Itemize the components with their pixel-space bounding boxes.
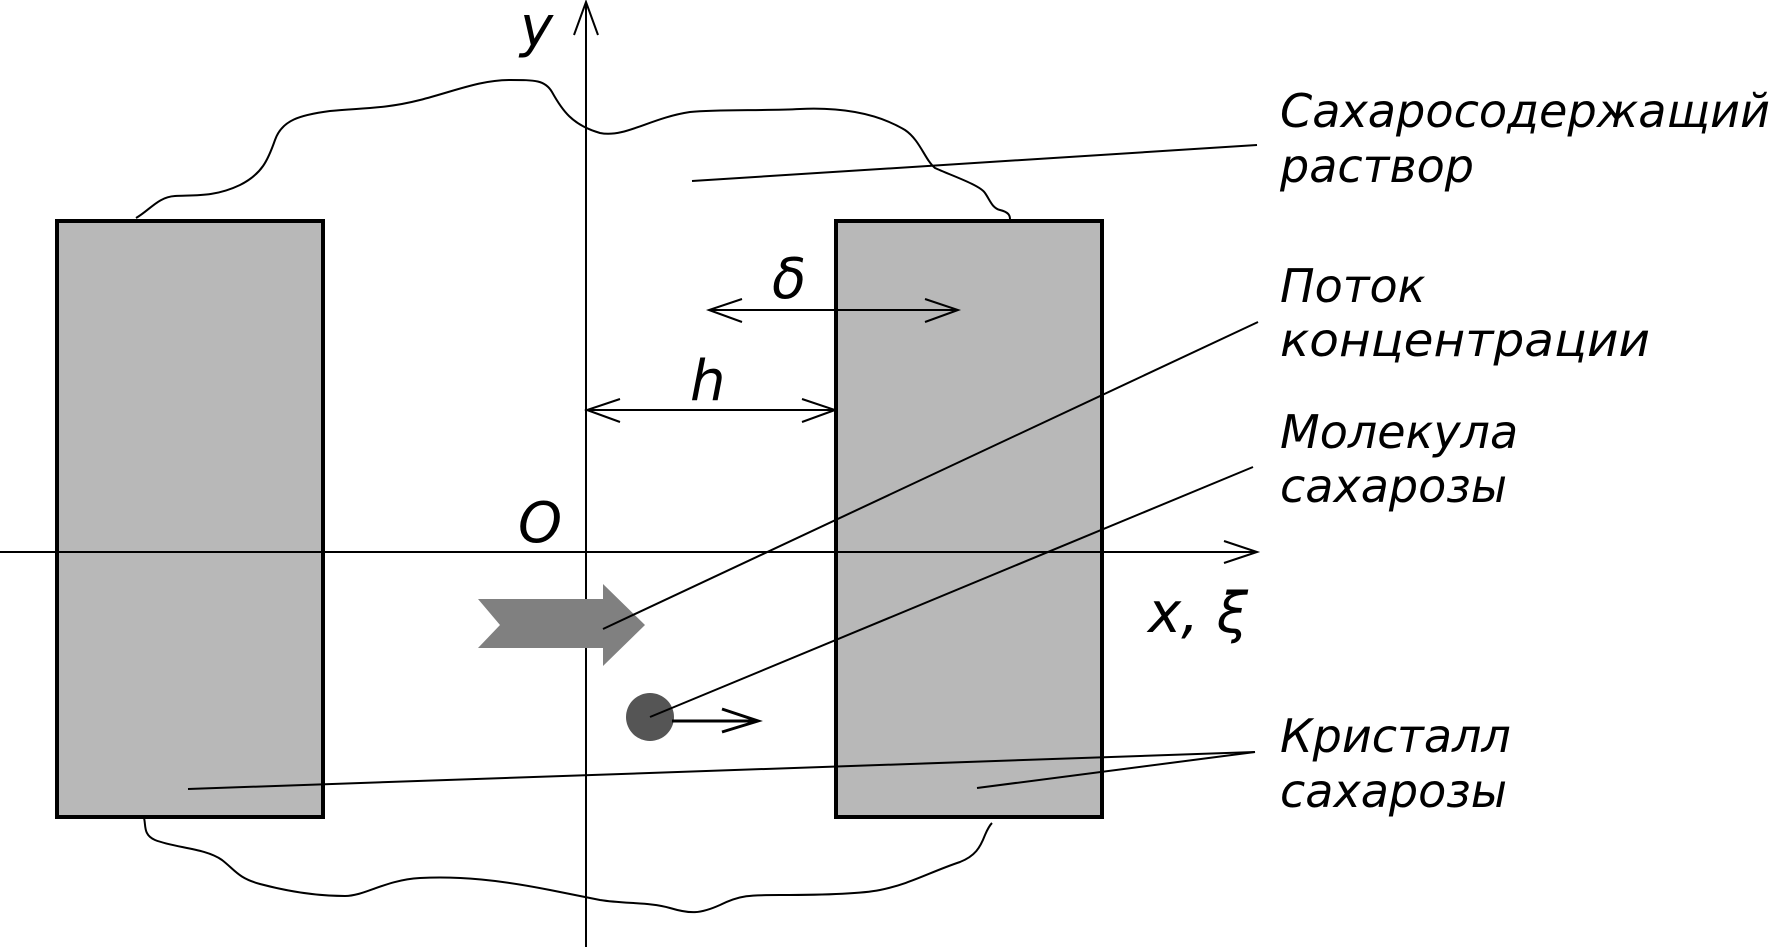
delta-arrowhead-right: [924, 298, 962, 323]
h-arrowhead-left: [583, 398, 621, 423]
callout-solution-line1: Сахаросодержащий: [1280, 84, 1770, 138]
flux-arrow-icon: [478, 584, 645, 666]
leader-crystal-left: [187, 751, 1256, 790]
callout-flux-line1: Поток: [1280, 259, 1426, 313]
delta-label: δ: [772, 247, 806, 312]
leader-molecule: [649, 466, 1254, 718]
solution-boundary-bottom: [143, 817, 993, 914]
leader-crystal-right: [976, 751, 1256, 789]
callout-crystal-line1: Кристалл: [1280, 709, 1511, 763]
origin-label: O: [518, 491, 562, 556]
molecule-velocity-arrowhead: [721, 707, 763, 734]
crystal-left: [55, 219, 325, 819]
h-label: h: [690, 349, 726, 414]
solution-boundary-top: [135, 78, 1011, 220]
leader-solution: [691, 144, 1258, 182]
callout-flux-line2: концентрации: [1280, 313, 1650, 367]
x-axis-arrowhead: [1223, 540, 1261, 564]
callout-solution-line2: раствор: [1279, 139, 1474, 193]
callout-crystal-line2: сахарозы: [1280, 764, 1507, 818]
h-arrowhead-right: [801, 398, 839, 423]
callout-molecule-line1: Молекула: [1280, 405, 1518, 459]
y-axis-arrowhead: [573, 0, 599, 36]
x-axis-label: x, ξ: [1146, 581, 1249, 646]
crystal-right: [834, 219, 1104, 819]
callout-molecule-line2: сахарозы: [1280, 459, 1507, 513]
leader-flux: [602, 321, 1259, 630]
y-axis-label: y: [518, 0, 554, 60]
delta-arrowhead-left: [705, 298, 743, 323]
